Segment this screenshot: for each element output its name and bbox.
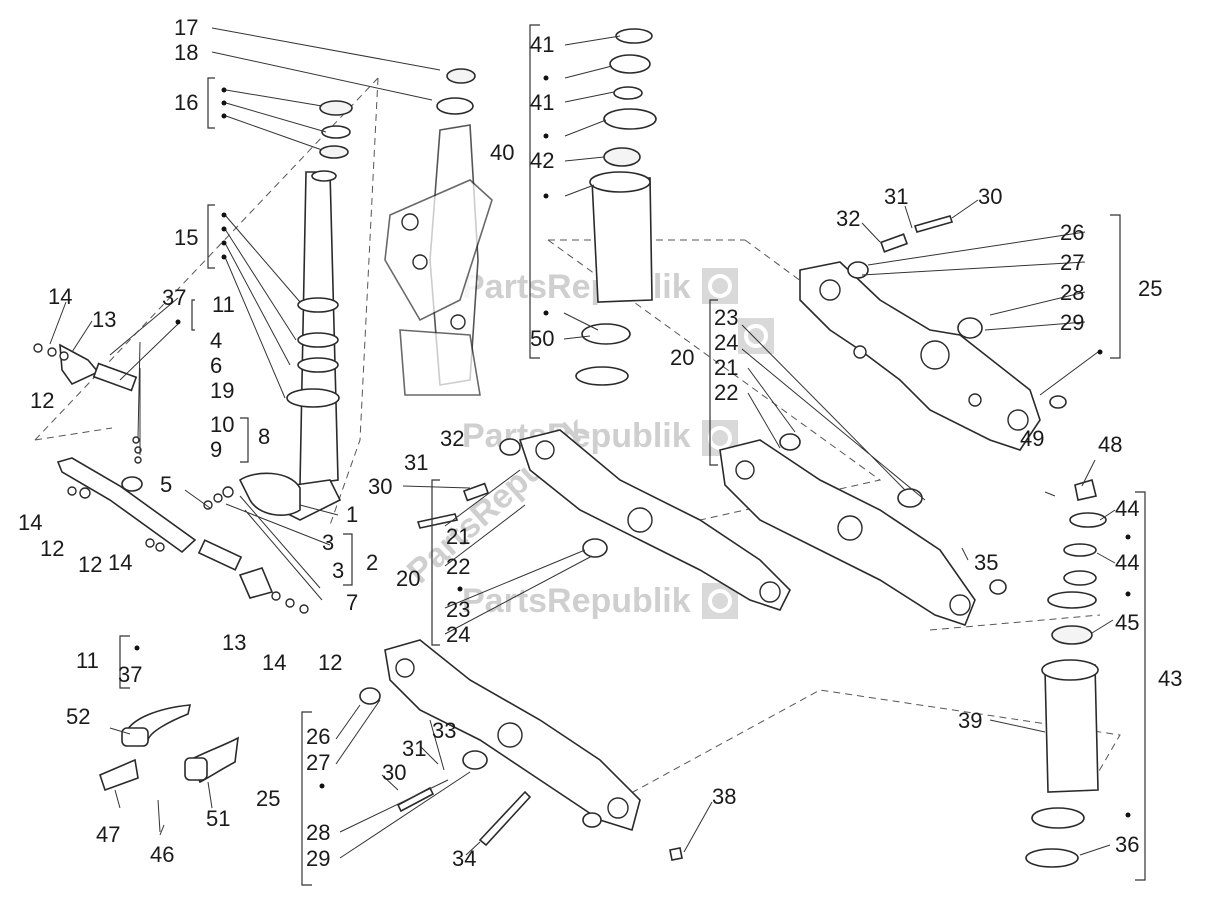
callout-label: 35 (974, 550, 998, 575)
brake-levers (99, 704, 239, 833)
callout-label: 43 (1158, 666, 1182, 691)
callout-label: 27 (306, 750, 330, 775)
bullet-dots (134, 75, 1131, 818)
callout-label: 11 (212, 292, 235, 317)
callout-label: 18 (174, 40, 198, 65)
callout-label: 44 (1115, 550, 1139, 575)
callout-label: 25 (256, 786, 280, 811)
callout-label: 47 (96, 822, 120, 847)
lower-swing-arm (359, 639, 683, 861)
callout-label: 52 (66, 704, 90, 729)
callout-label: 4 (210, 328, 222, 353)
callout-label: 51 (206, 806, 230, 831)
callout-label: 15 (174, 225, 198, 250)
callout-label: 31 (884, 184, 908, 209)
callout-label: 23 (714, 305, 738, 330)
callout-label: 37 (162, 285, 186, 310)
lower-head-bearing-stack (1025, 478, 1107, 868)
frame-headstock (384, 124, 493, 396)
callout-label: 8 (258, 424, 270, 449)
callout-label: 24 (446, 622, 470, 647)
callout-label: 23 (446, 597, 470, 622)
callout-label: 20 (670, 345, 694, 370)
callout-label: 40 (490, 140, 514, 165)
callout-label: 46 (150, 842, 174, 867)
right-swing-arm (719, 433, 1007, 626)
callout-label: 29 (1060, 310, 1084, 335)
callout-label: 19 (210, 378, 234, 403)
watermark-text: PartsRepublik (462, 582, 691, 620)
callout-label: 27 (1060, 250, 1084, 275)
callout-label: 5 (160, 472, 172, 497)
callout-label: 14 (48, 284, 72, 309)
callout-label: 32 (836, 206, 860, 231)
callout-label: 14 (108, 550, 132, 575)
callout-label: 41 (530, 32, 554, 57)
callout-label: 50 (530, 326, 554, 351)
callout-label: 12 (78, 552, 102, 577)
callout-label: 39 (958, 708, 982, 733)
callout-label: 6 (210, 353, 222, 378)
callout-label: 36 (1115, 832, 1139, 857)
callout-label: 14 (262, 650, 286, 675)
callout-label: 10 (210, 412, 234, 437)
callout-label: 2 (366, 550, 378, 575)
callout-label: 16 (174, 90, 198, 115)
callout-label: 7 (346, 590, 358, 615)
callout-label: 17 (174, 15, 198, 40)
callout-label: 37 (118, 662, 142, 687)
callout-label: 30 (978, 184, 1002, 209)
callout-label: 3 (332, 558, 344, 583)
callout-label: 21 (446, 524, 470, 549)
callout-label: 9 (210, 437, 222, 462)
callout-label: 26 (306, 724, 330, 749)
callout-label: 31 (404, 450, 428, 475)
watermark-text: PartsRepublik (462, 268, 691, 306)
callout-label: 31 (402, 736, 426, 761)
callout-label: 30 (382, 760, 406, 785)
steering-tube (238, 68, 476, 521)
callout-label: 38 (712, 784, 736, 809)
callout-label: 49 (1020, 426, 1044, 451)
callout-label: 1 (346, 502, 358, 527)
callout-label: 14 (18, 510, 42, 535)
leader-lines (49, 27, 1116, 859)
middle-swing-arm (416, 429, 791, 611)
callout-label: 11 (76, 648, 99, 673)
callout-label: 33 (432, 718, 456, 743)
callout-label: 12 (318, 650, 342, 675)
callout-labels: 17 18 16 15 14 13 37 11 12 4 6 19 10 8 9… (18, 15, 1182, 871)
callout-label: 28 (1060, 280, 1084, 305)
callout-label: 41 (530, 90, 554, 115)
callout-label: 48 (1098, 432, 1122, 457)
callout-label: 13 (222, 630, 246, 655)
head-bearing-stack (575, 28, 657, 386)
callout-label: 26 (1060, 220, 1084, 245)
callout-label: 28 (306, 820, 330, 845)
callout-label: 20 (396, 566, 420, 591)
callout-label: 22 (714, 380, 738, 405)
callout-label: 34 (452, 846, 476, 871)
linkage-arm (33, 343, 309, 614)
callout-label: 12 (40, 536, 64, 561)
upper-swing-arm (799, 215, 1067, 451)
callout-label: 24 (714, 330, 738, 355)
callout-label: 12 (30, 388, 54, 413)
group-brackets (119, 24, 1146, 886)
callout-label: 21 (714, 355, 738, 380)
callout-label: 29 (306, 846, 330, 871)
callout-label: 3 (322, 530, 334, 555)
callout-label: 22 (446, 554, 470, 579)
callout-label: 44 (1115, 496, 1139, 521)
callout-label: 13 (92, 307, 116, 332)
callout-label: 32 (440, 426, 464, 451)
callout-label: 45 (1115, 610, 1139, 635)
callout-label: 25 (1138, 276, 1162, 301)
callout-label: 42 (530, 148, 554, 173)
callout-label: 30 (368, 474, 392, 499)
